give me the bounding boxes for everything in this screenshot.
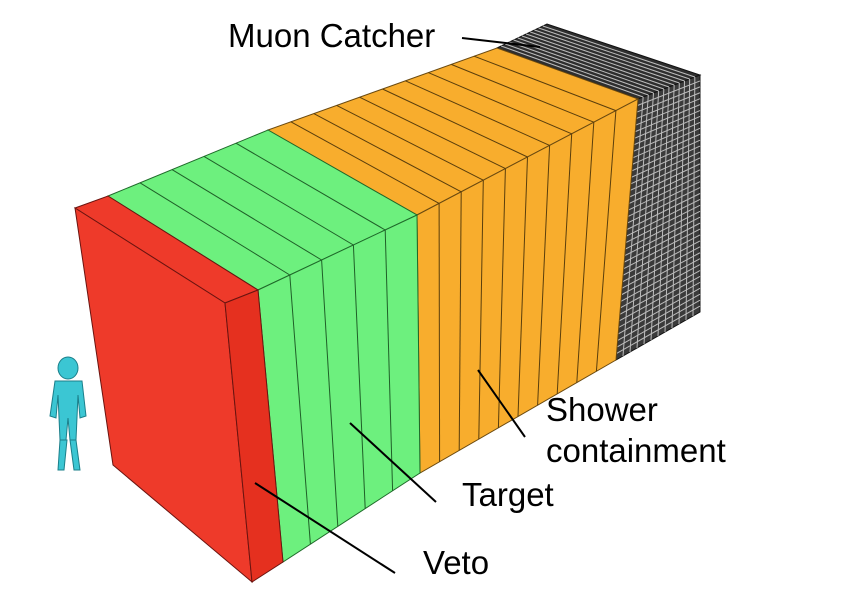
muon-catcher-block	[495, 23, 702, 361]
human-figure-icon	[49, 356, 87, 471]
target-label: Target	[462, 476, 554, 513]
target-leader	[349, 422, 437, 503]
target-block	[106, 129, 421, 563]
veto-label: Veto	[423, 544, 490, 581]
muon-catcher-label: Muon Catcher	[228, 17, 436, 54]
shower-containment-block	[266, 47, 640, 474]
muon-catcher-leader	[461, 37, 541, 48]
shower-containment-label-line1: Shower	[546, 391, 658, 428]
veto-leader	[254, 482, 396, 574]
veto-block	[73, 195, 284, 584]
shower-containment-label-line2: containment	[546, 432, 726, 469]
shower-leader	[477, 369, 526, 438]
